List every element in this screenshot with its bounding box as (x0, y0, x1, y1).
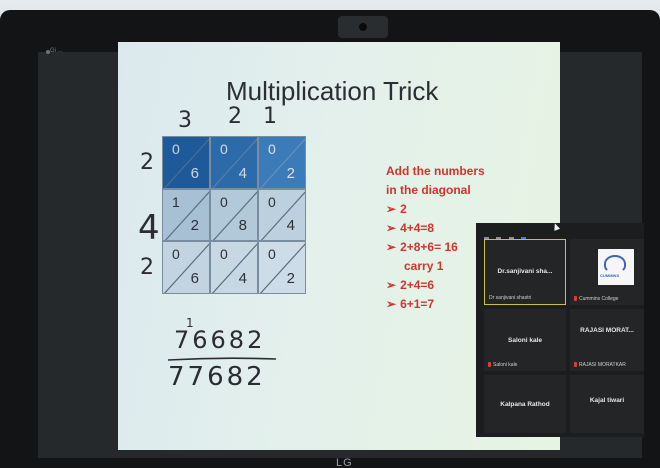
diagonal-line (260, 243, 305, 293)
cell-ones: 8 (238, 217, 247, 235)
step-text: 2 (400, 202, 407, 216)
diagonal-line (260, 138, 305, 188)
left-digit: 4 (138, 208, 160, 248)
step-text: carry 1 (404, 259, 444, 273)
step-item: carry 1 (386, 257, 485, 276)
cell-ones: 4 (286, 217, 295, 235)
participant-tile[interactable]: Saloni kale Saloni kale (484, 309, 566, 371)
panel-toolbar (484, 229, 529, 242)
step-text: 6+1=7 (400, 297, 435, 311)
grid-cell: 0 4 (210, 136, 258, 189)
diagonal-line (164, 190, 209, 241)
participant-label: Saloni kale (488, 362, 517, 368)
cell-tens: 0 (268, 246, 276, 263)
steps-heading: Add the numbers in the diagonal (386, 164, 485, 197)
slide-title: Multiplication Trick (226, 76, 439, 106)
participant-tile[interactable]: RAJASI MORAT... RAJASI MORATKAR (570, 309, 644, 371)
arrow-bullet-icon: ➢ (386, 240, 397, 254)
college-logo: CUMMINS (598, 249, 634, 285)
participant-name: Saloni kale (508, 337, 542, 344)
cell-ones: 2 (286, 269, 295, 287)
diagonal-line (260, 190, 305, 241)
cell-tens: 0 (220, 246, 228, 263)
grid-cell: 0 6 (162, 241, 210, 294)
participant-name: Dr.sanjivani sha... (497, 268, 553, 275)
grid-cell: 0 2 (258, 136, 306, 189)
participant-name: Kajal tiwari (589, 397, 625, 404)
top-digit: 1 (263, 104, 277, 129)
logo-text: CUMMINS (600, 273, 620, 278)
step-text: 4+4=8 (400, 221, 435, 235)
top-digit: 2 (228, 104, 242, 129)
left-digit: 2 (140, 255, 154, 280)
diagonal-line (164, 138, 209, 188)
arrow-bullet-icon: ➢ (386, 202, 397, 216)
participant-tile[interactable]: Kalpana Rathod (484, 375, 566, 433)
participant-tile-logo[interactable]: CUMMINS Cummins College (570, 239, 644, 305)
step-item: ➢2 (386, 200, 485, 219)
step-item: ➢2+4=6 (386, 276, 485, 295)
muted-mic-icon (574, 296, 577, 302)
lattice-grid: 0 6 0 4 0 2 1 2 0 8 0 4 0 6 0 4 0 2 (162, 136, 306, 294)
grid-cell: 0 4 (258, 188, 306, 242)
grid-cell: 0 6 (162, 136, 210, 189)
step-item: ➢6+1=7 (386, 295, 485, 314)
cell-tens: 0 (268, 193, 276, 210)
participant-label: Cummins College (574, 296, 618, 302)
carry-mark: 1 (186, 316, 194, 330)
cell-ones: 4 (238, 269, 247, 287)
muted-mic-icon (574, 362, 577, 368)
arrow-bullet-icon: ➢ (386, 297, 397, 311)
cell-tens: 0 (172, 246, 180, 263)
cell-ones: 6 (190, 164, 199, 182)
diagonal-line (164, 243, 209, 293)
participant-name: RAJASI MORAT... (580, 327, 634, 334)
cell-ones: 2 (190, 217, 199, 235)
muted-mic-icon (488, 362, 491, 368)
monitor-brand: LG (336, 457, 353, 468)
cell-tens: 0 (268, 141, 276, 157)
grid-cell: 0 2 (258, 241, 306, 294)
sum-line: 76682 (174, 326, 266, 354)
step-item: ➢2+8+6= 16 (386, 238, 485, 257)
arrow-bullet-icon: ➢ (386, 278, 397, 292)
participant-tile[interactable]: Kajal tiwari (570, 375, 644, 433)
logo-ring-icon (604, 255, 626, 273)
mouse-cursor-icon (551, 222, 561, 231)
step-item: ➢4+4=8 (386, 219, 485, 238)
cell-tens: 1 (172, 193, 180, 210)
participants-panel: Dr.sanjivani sha... Dr sanjivani shastri… (476, 222, 644, 437)
grid-cell: 1 2 (162, 188, 210, 242)
app-status-icon (46, 50, 50, 54)
result-underline (167, 357, 277, 361)
arrow-bullet-icon: ➢ (386, 221, 397, 235)
grid-cell: 0 4 (210, 241, 258, 294)
left-digit: 2 (140, 150, 154, 175)
cell-tens: 0 (220, 141, 228, 157)
cell-ones: 6 (190, 269, 199, 287)
cell-ones: 4 (238, 164, 247, 182)
diagonal-line (212, 138, 257, 188)
participant-tile-active[interactable]: Dr.sanjivani sha... Dr sanjivani shastri (484, 239, 566, 305)
diagonal-line (212, 190, 257, 241)
step-text: 2+8+6= 16 (400, 240, 458, 254)
diagonal-line (212, 243, 257, 293)
grid-cell: 0 8 (210, 188, 258, 242)
cell-ones: 2 (286, 164, 295, 182)
step-text: 2+4=6 (400, 278, 435, 292)
participant-label: RAJASI MORATKAR (574, 362, 626, 368)
participant-label: Dr sanjivani shastri (489, 295, 532, 301)
participant-name: Kalpana Rathod (500, 401, 550, 408)
app-label: Gi ... (50, 48, 63, 54)
result-line: 77682 (168, 362, 266, 392)
top-digit: 3 (178, 108, 192, 133)
webcam (338, 16, 388, 38)
steps-list: Add the numbers in the diagonal ➢2 ➢4+4=… (386, 162, 485, 314)
cell-tens: 0 (220, 193, 228, 210)
cell-tens: 0 (172, 141, 180, 157)
